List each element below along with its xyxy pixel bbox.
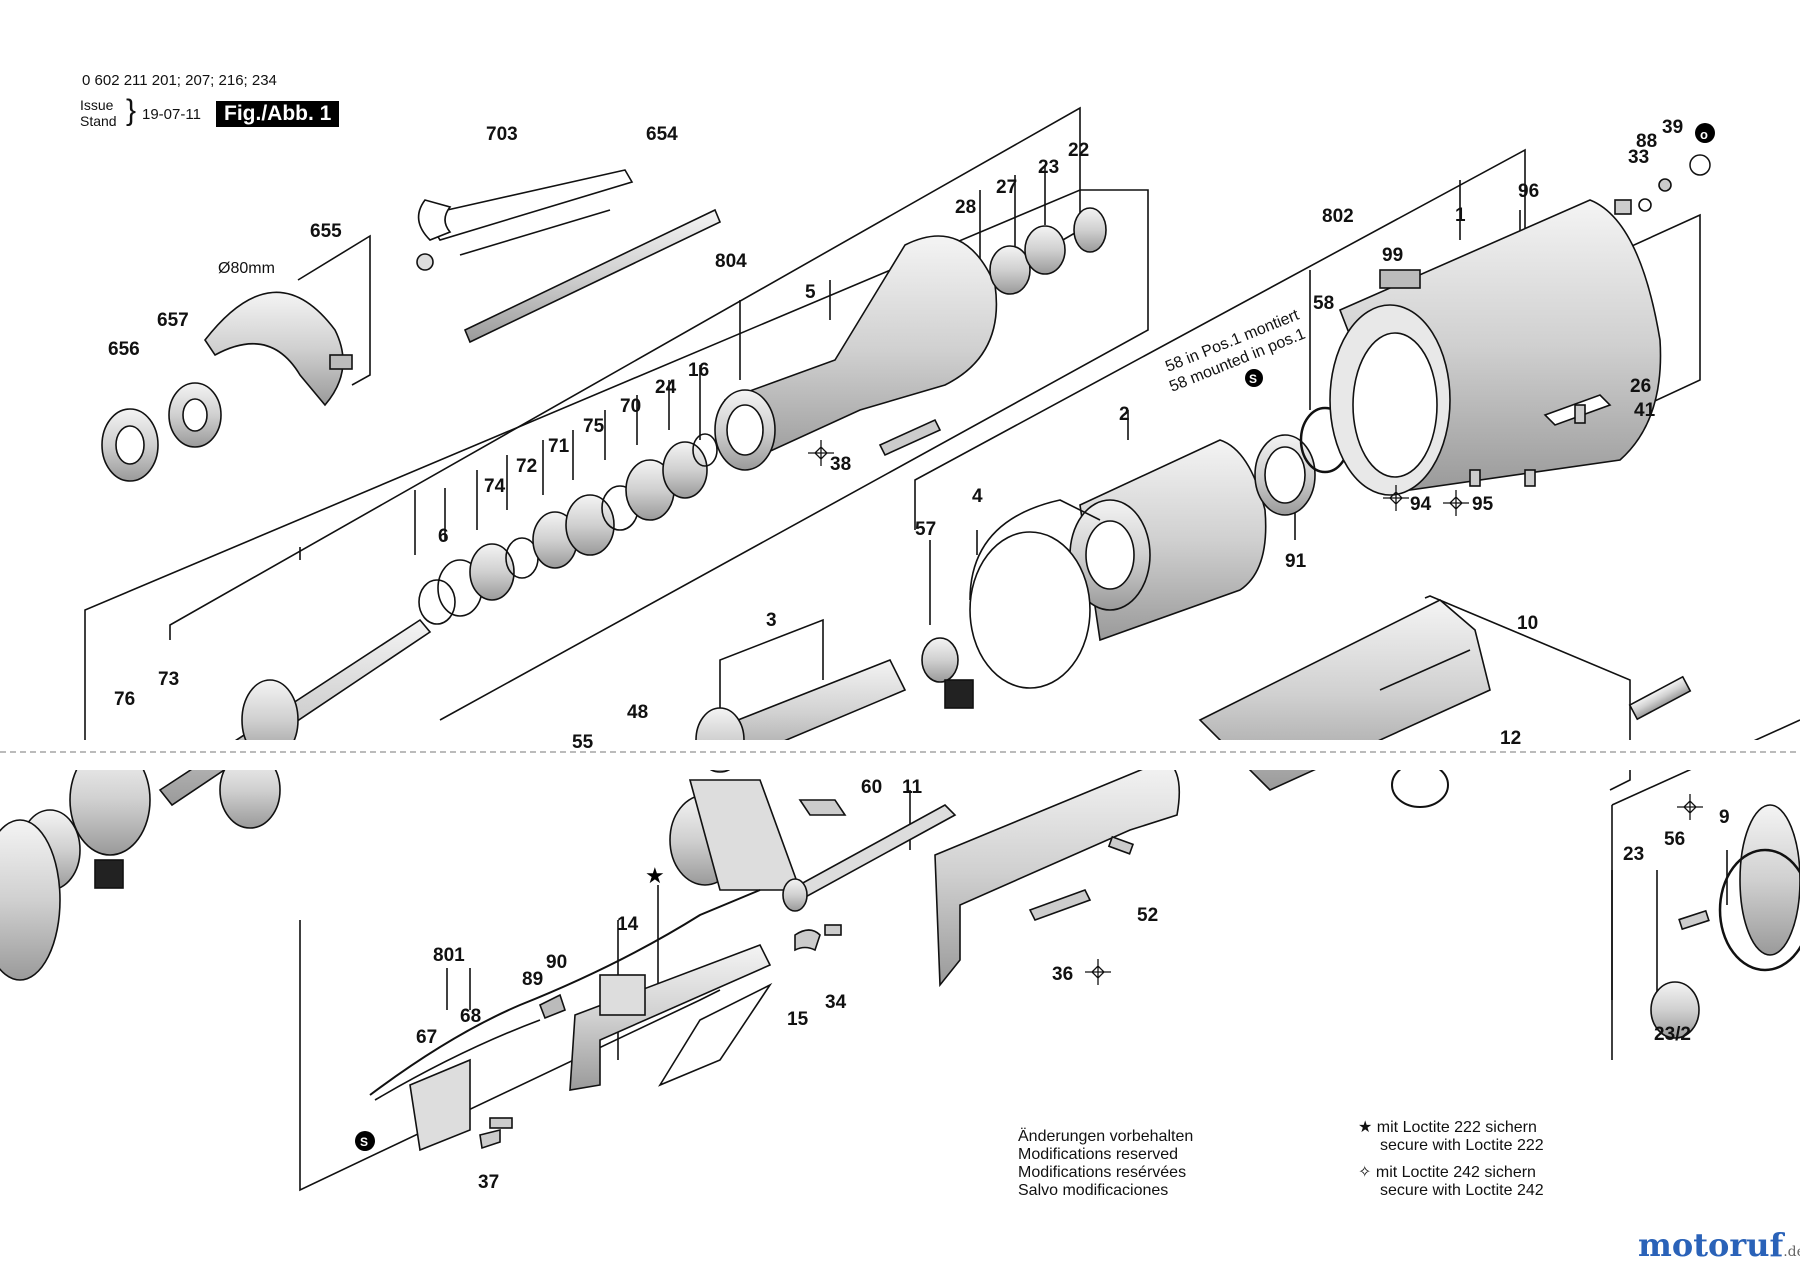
part-label: 95: [1472, 494, 1494, 515]
issue-date: 19-07-11: [142, 106, 201, 123]
part-label: 802: [1322, 206, 1354, 227]
symbols: o S S ★: [355, 123, 1715, 1151]
part-label: 39: [1662, 117, 1683, 138]
part-label: 804: [715, 251, 747, 272]
part-label: 91: [1285, 551, 1307, 572]
svg-text:S: S: [360, 1135, 368, 1149]
part-label: 89: [522, 969, 543, 990]
scan-band: [0, 740, 1800, 770]
part-label: 1: [1455, 205, 1466, 226]
part-label: 73: [158, 669, 179, 690]
o-marker-icon: [1695, 123, 1715, 143]
part-label: 4: [972, 486, 983, 507]
part-label: 67: [416, 1027, 437, 1048]
svg-text:S: S: [1249, 372, 1257, 386]
part-label: 96: [1518, 181, 1539, 202]
part-label: 2: [1119, 404, 1130, 425]
figure-label: Fig./Abb. 1: [216, 101, 340, 127]
part-label: 23: [1038, 157, 1059, 178]
part-label: 657: [157, 310, 189, 331]
part-label: 15: [787, 1009, 809, 1030]
s-marker-cable-icon: [355, 1131, 375, 1151]
modifications-note: Änderungen vorbehalten Modifications res…: [1018, 1128, 1194, 1199]
brand-logo: motoruf.de: [1638, 1226, 1800, 1264]
part-label: 70: [620, 396, 641, 417]
part-label: 38: [830, 454, 851, 475]
part-label: 14: [617, 914, 639, 935]
part-number-header: 0 602 211 201; 207; 216; 234: [82, 72, 277, 89]
part-label: 37: [478, 1172, 499, 1193]
part-label: 23: [1623, 844, 1644, 865]
part-label: 654: [646, 124, 678, 145]
part-shapes: [0, 169, 1800, 1152]
part-label: 23/2: [1654, 1024, 1691, 1045]
part-label: 24: [655, 377, 677, 398]
part-label: 94: [1410, 494, 1432, 515]
part-label: 99: [1382, 245, 1403, 266]
loctite-222-note: ★ mit Loctite 222 sichern secure with Lo…: [1358, 1117, 1544, 1155]
part-label: 27: [996, 177, 1017, 198]
part-label: 801: [433, 945, 465, 966]
part-label: 57: [915, 519, 936, 540]
part-label: 656: [108, 339, 140, 360]
ground-symbol-icon: [1689, 154, 1711, 176]
part-label: 56: [1664, 829, 1685, 850]
part-label: 58: [1313, 293, 1334, 314]
loctite-242-note: ✧ mit Loctite 242 sichern secure with Lo…: [1358, 1162, 1544, 1200]
diamond-outline-icon: ✧: [1358, 1162, 1372, 1181]
part-label: 55: [572, 732, 594, 753]
part-label: 6: [438, 526, 449, 547]
svg-text:o: o: [1700, 127, 1708, 142]
part-label: 60: [861, 777, 882, 798]
diameter-note: Ø80mm: [218, 260, 275, 277]
part-label: 36: [1052, 964, 1073, 985]
star-icon: ★: [645, 864, 665, 889]
part-label: 75: [583, 416, 605, 437]
part-label: 48: [627, 702, 648, 723]
part-label: 9: [1719, 807, 1730, 828]
part-label: 88: [1636, 131, 1657, 152]
part-label: 68: [460, 1006, 481, 1027]
part-label: 52: [1137, 905, 1158, 926]
part-label: 16: [688, 360, 709, 381]
part-label: 76: [114, 689, 135, 710]
brace-glyph: }: [126, 94, 137, 127]
part-label: 10: [1517, 613, 1538, 634]
part-label: 41: [1634, 400, 1656, 421]
s-marker-icon: [1245, 369, 1263, 387]
part-label: 74: [484, 476, 506, 497]
issue-stand-label: Issue Stand: [80, 97, 117, 129]
part-label: 5: [805, 282, 816, 303]
part-label: 11: [902, 777, 923, 798]
part-label: 655: [310, 221, 342, 242]
part-label: 22: [1068, 140, 1089, 161]
star-icon: ★: [1358, 1117, 1373, 1136]
part-label: 71: [548, 436, 570, 457]
part-label: 703: [486, 124, 518, 145]
part-label: 90: [546, 952, 567, 973]
part-label: 34: [825, 992, 847, 1013]
part-label: 12: [1500, 728, 1521, 749]
part-label: 72: [516, 456, 537, 477]
part-label: 28: [955, 197, 976, 218]
part-label: 3: [766, 610, 777, 631]
part-label: 26: [1630, 376, 1651, 397]
part-label: 33: [1628, 147, 1649, 168]
loctite242-marks: [808, 440, 1703, 985]
